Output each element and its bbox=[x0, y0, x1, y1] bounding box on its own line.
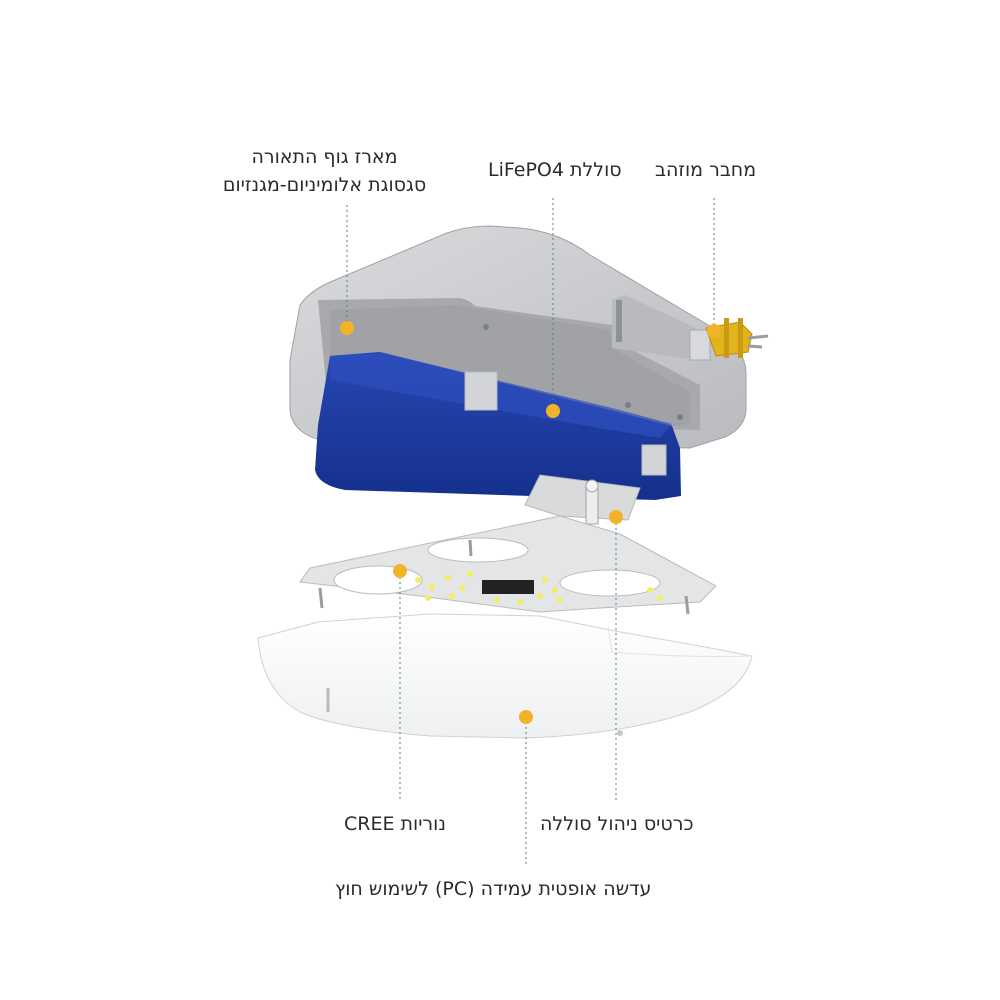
housing-label-line2: סגסוגת אלומיניום-מגנזיום bbox=[222, 174, 427, 196]
battery-marker bbox=[546, 404, 560, 418]
bms-marker bbox=[609, 510, 623, 524]
bms-label: כרטיס ניהול סוללה bbox=[540, 813, 694, 835]
optical-lens bbox=[257, 613, 753, 739]
battery-terminal-plate bbox=[464, 371, 498, 411]
lens-marker bbox=[519, 710, 533, 724]
battery-pack bbox=[315, 352, 681, 500]
bms-board bbox=[524, 474, 641, 525]
battery-terminal-plate bbox=[641, 444, 667, 476]
housing-marker bbox=[340, 321, 354, 335]
battery-label: סוללת LiFePO4 bbox=[488, 159, 622, 181]
housing-label-line1: מארז גוף התאורה bbox=[251, 146, 398, 168]
lens-label: עדשה אופטית עמידה (PC) לשימוש חוץ bbox=[335, 878, 652, 900]
leds-label: נוריות CREE bbox=[344, 813, 446, 835]
leader-lines bbox=[346, 198, 715, 865]
cree-leds bbox=[415, 571, 663, 605]
callout-markers bbox=[340, 321, 721, 724]
led-plate bbox=[299, 515, 717, 615]
connector-label: מחבר מוזהב bbox=[655, 159, 757, 181]
housing-label: מארז גוף התאורה סגסוגת אלומיניום-מגנזיום bbox=[222, 143, 427, 199]
leds-marker bbox=[393, 564, 407, 578]
connector-marker bbox=[707, 324, 721, 338]
